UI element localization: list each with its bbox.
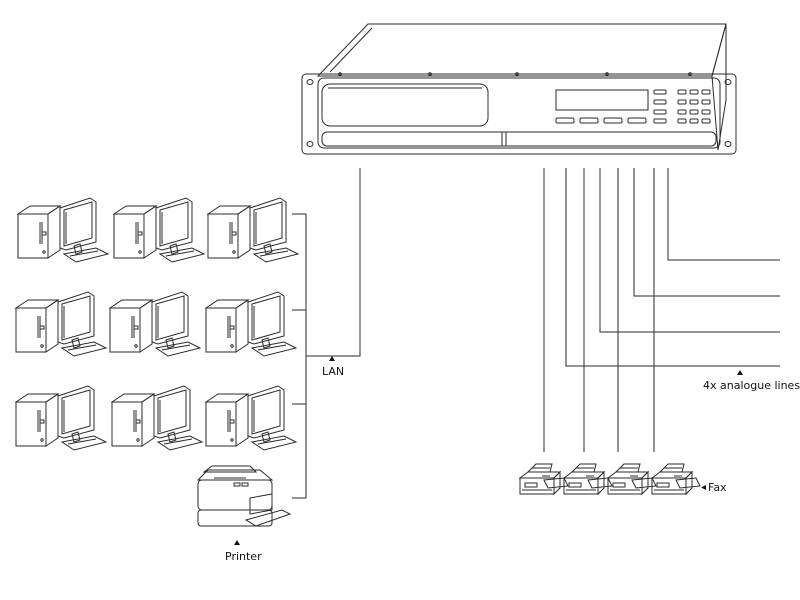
analogue-lines-label: 4x analogue lines bbox=[703, 379, 800, 392]
keypad bbox=[555, 89, 711, 124]
desktop-computer-icon bbox=[111, 385, 203, 451]
lan-marker-arrow bbox=[329, 356, 335, 361]
rack-server bbox=[301, 23, 737, 155]
fax-machine-icon bbox=[607, 463, 657, 495]
desktop-computer-icon bbox=[207, 197, 299, 263]
fax-label: Fax bbox=[708, 481, 727, 494]
desktop-computer-icon bbox=[205, 385, 297, 451]
printer-icon bbox=[196, 465, 292, 527]
lan-bus bbox=[292, 168, 361, 499]
desktop-computer-icon bbox=[15, 385, 107, 451]
computer-grid bbox=[15, 197, 299, 451]
desktop-computer-icon bbox=[109, 291, 201, 357]
fax-machine-icon bbox=[651, 463, 701, 495]
fax-machine-icon bbox=[519, 463, 569, 495]
desktop-computer-icon bbox=[113, 197, 205, 263]
printer-label: Printer bbox=[225, 550, 262, 563]
fax-marker-arrow bbox=[701, 485, 706, 490]
analogue-lines bbox=[565, 168, 780, 375]
printer-marker-arrow bbox=[234, 540, 240, 545]
fax-machines bbox=[519, 463, 701, 495]
fax-lines bbox=[543, 168, 655, 452]
desktop-computer-icon bbox=[17, 197, 109, 263]
desktop-computer-icon bbox=[205, 291, 297, 357]
analogue-marker-arrow bbox=[737, 370, 743, 375]
fax-machine-icon bbox=[563, 463, 613, 495]
lan-label: LAN bbox=[322, 365, 344, 378]
desktop-computer-icon bbox=[15, 291, 107, 357]
